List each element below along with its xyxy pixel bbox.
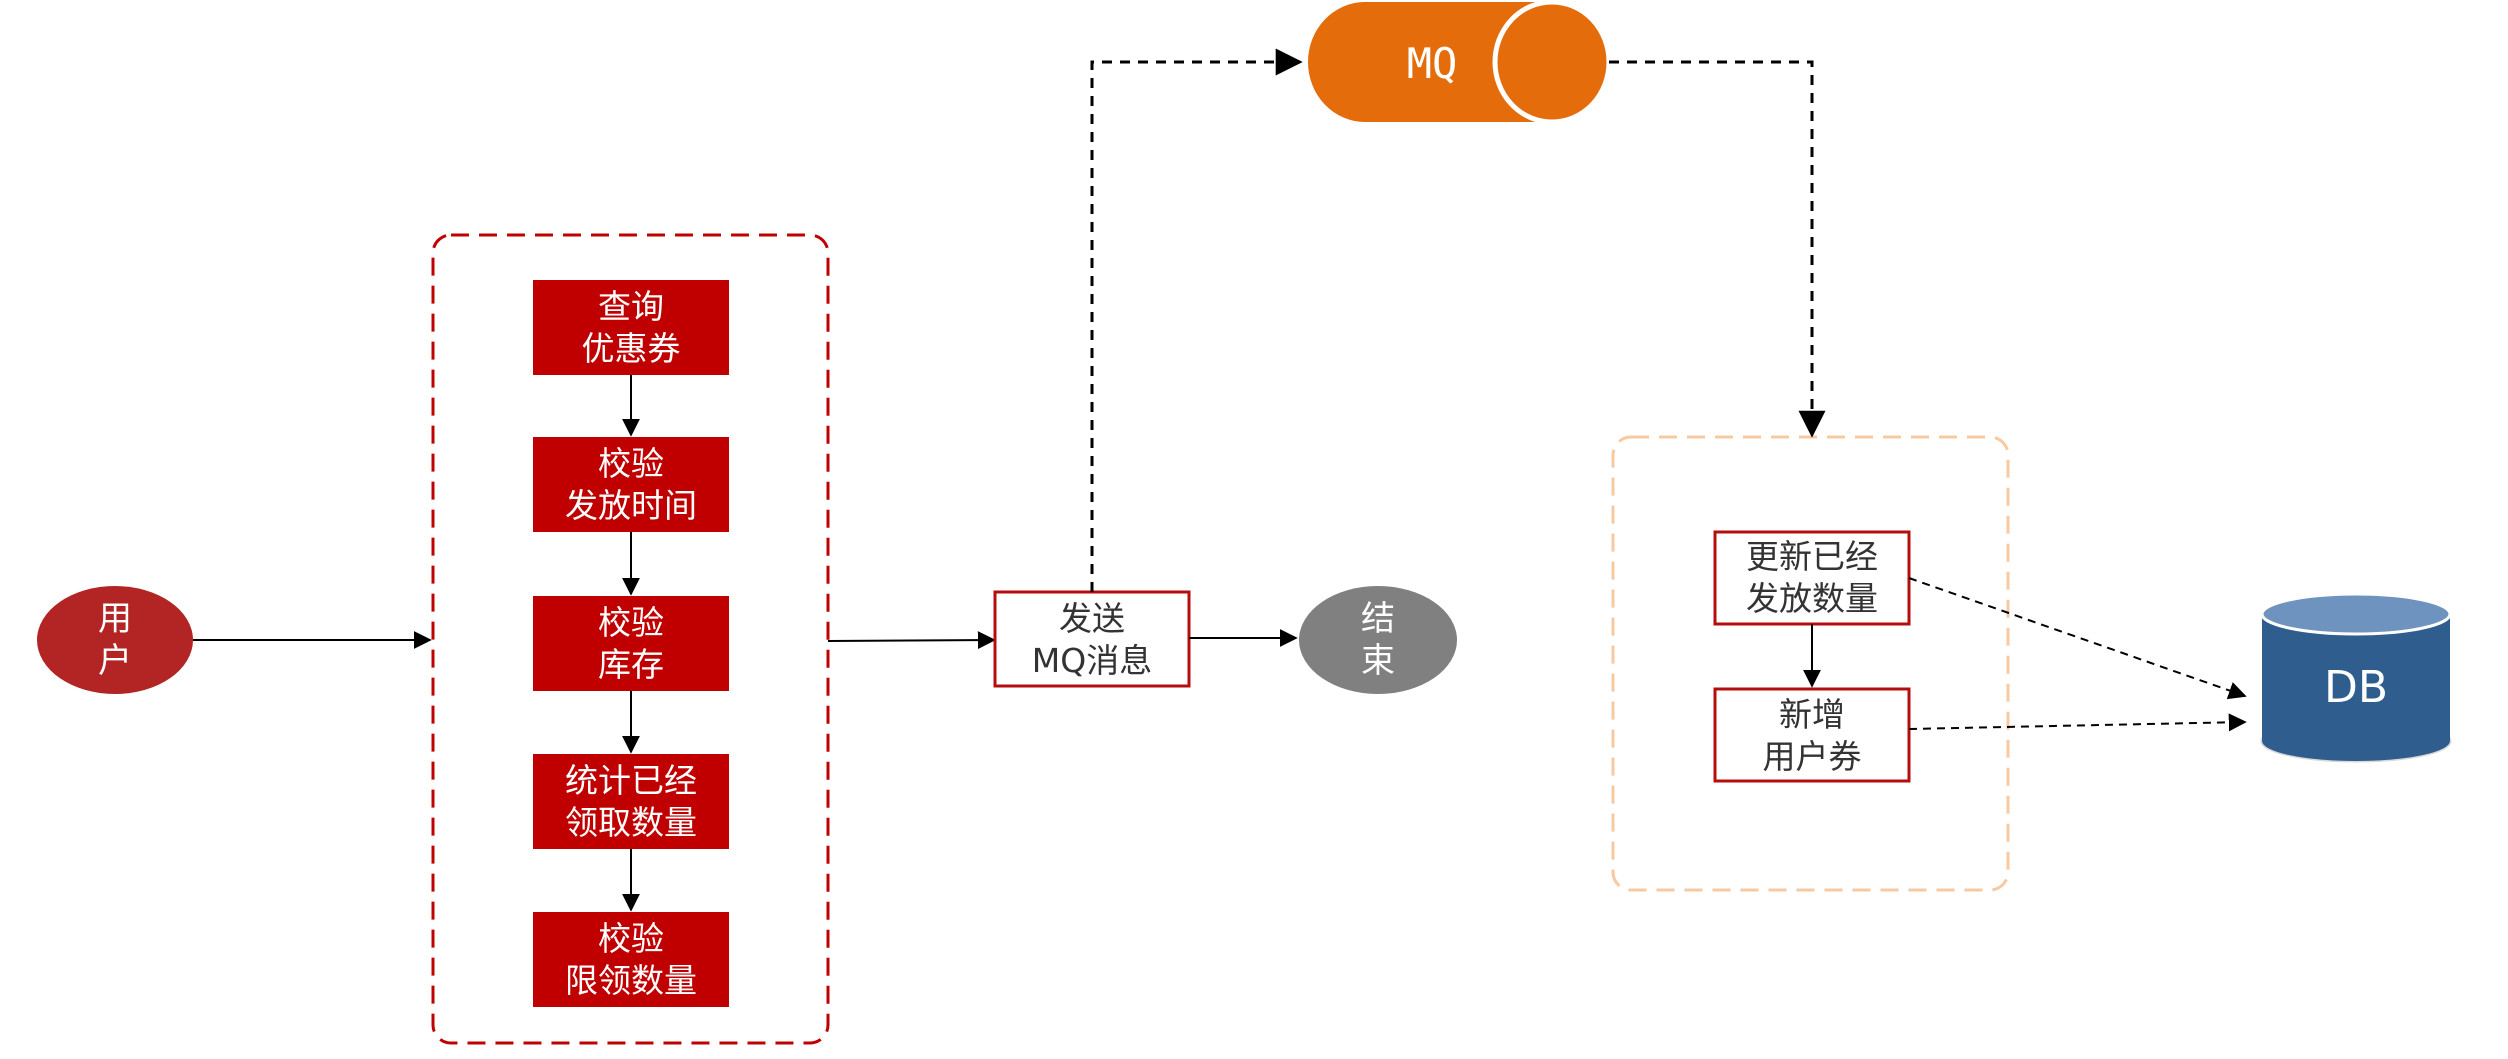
async-group-frame xyxy=(1611,435,2010,892)
step-check-stock-line2: 库存 xyxy=(598,645,664,684)
step-check-stock: 校验 库存 xyxy=(533,596,729,691)
arrow-add-to-db xyxy=(1908,713,2247,732)
send-mq-node: 发送 MQ消息 xyxy=(993,590,1191,688)
step-add-user-coupon-line2: 用户券 xyxy=(1763,737,1862,776)
mq-node: MQ xyxy=(1308,0,1612,125)
step-check-limit-line2: 限领数量 xyxy=(565,961,697,1000)
step-query-coupon-line2: 优惠券 xyxy=(582,329,681,368)
step-check-limit-line1: 校验 xyxy=(598,919,664,958)
arrow-mq-to-update xyxy=(1609,60,1826,438)
step-check-limit: 校验 限领数量 xyxy=(533,912,729,1007)
end-node: 结 束 xyxy=(1299,586,1457,694)
step-update-issued: 更新已经 发放数量 xyxy=(1713,530,1911,626)
db-node: DB xyxy=(2260,592,2452,763)
step-count-received: 统计已经 领取数量 xyxy=(533,754,729,849)
step-update-issued-line1: 更新已经 xyxy=(1746,537,1878,576)
step-add-user-coupon: 新增 用户券 xyxy=(1713,687,1911,783)
step-check-time-line1: 校验 xyxy=(598,444,664,483)
step-query-coupon: 查询 优惠券 xyxy=(533,280,729,375)
db-label: DB xyxy=(2324,662,2388,713)
send-mq-line2: MQ消息 xyxy=(1032,641,1152,680)
step-check-time-line2: 发放时间 xyxy=(565,486,697,525)
arrow-send-to-mq xyxy=(1090,48,1303,592)
validation-group-frame xyxy=(431,233,830,1045)
step-count-received-line1: 统计已经 xyxy=(565,761,697,800)
user-label-2: 户 xyxy=(98,641,132,681)
send-mq-line1: 发送 xyxy=(1059,599,1125,638)
mq-label: MQ xyxy=(1407,39,1458,88)
step-add-user-coupon-line1: 新增 xyxy=(1779,695,1845,734)
user-label-1: 用 xyxy=(98,599,132,639)
user-node: 用 户 xyxy=(37,586,193,694)
step-count-received-line2: 领取数量 xyxy=(565,803,697,842)
end-label-2: 束 xyxy=(1361,641,1395,681)
step-query-coupon-line1: 查询 xyxy=(598,287,664,326)
step-update-issued-line2: 发放数量 xyxy=(1746,579,1878,618)
end-label-1: 结 xyxy=(1361,599,1395,639)
arrow-group-to-send xyxy=(827,631,996,650)
step-check-stock-line1: 校验 xyxy=(598,603,664,642)
arrow-update-to-db xyxy=(1908,577,2247,700)
step-check-time: 校验 发放时间 xyxy=(533,437,729,532)
